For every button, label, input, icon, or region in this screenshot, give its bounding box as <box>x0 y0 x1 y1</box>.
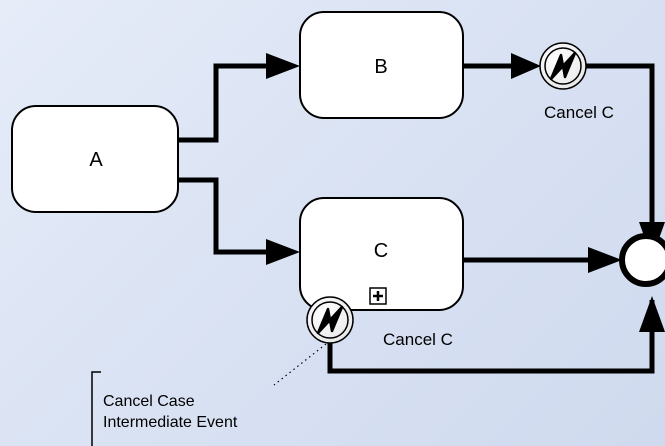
flow-cancel-b-to-end[interactable] <box>586 63 655 232</box>
plus-icon[interactable] <box>369 287 387 305</box>
subprocess-c[interactable]: C <box>299 197 464 311</box>
association-line <box>273 343 327 386</box>
cancel-event-c[interactable] <box>306 296 354 344</box>
task-a-label: A <box>89 149 103 171</box>
annotation: Cancel Case Intermediate Event <box>91 343 327 446</box>
task-b[interactable]: B <box>299 11 464 119</box>
cancel-event-c-label: Cancel C <box>383 330 453 349</box>
flow-a-to-c[interactable] <box>178 177 272 255</box>
flow-cancel-c-to-end[interactable] <box>327 300 655 374</box>
end-event-circle[interactable] <box>619 233 665 287</box>
task-b-label: B <box>374 56 387 78</box>
flow-a-to-b[interactable] <box>178 63 272 143</box>
task-c-label: C <box>374 240 388 262</box>
cancel-event-b[interactable] <box>539 42 587 90</box>
arrowhead <box>639 296 665 332</box>
lightning-icon <box>316 305 344 335</box>
cancel-event-b-label: Cancel C <box>544 103 614 122</box>
task-a[interactable]: A <box>11 105 179 213</box>
sequence-flows <box>178 63 655 374</box>
arrowhead <box>266 239 300 265</box>
annotation-line2: Intermediate Event <box>103 414 238 431</box>
arrowhead <box>266 53 300 79</box>
lightning-icon <box>549 51 577 81</box>
annotation-line1: Cancel Case <box>103 393 195 410</box>
annotation-bracket <box>91 371 101 446</box>
arrowhead <box>511 53 541 79</box>
arrowhead <box>588 247 622 273</box>
